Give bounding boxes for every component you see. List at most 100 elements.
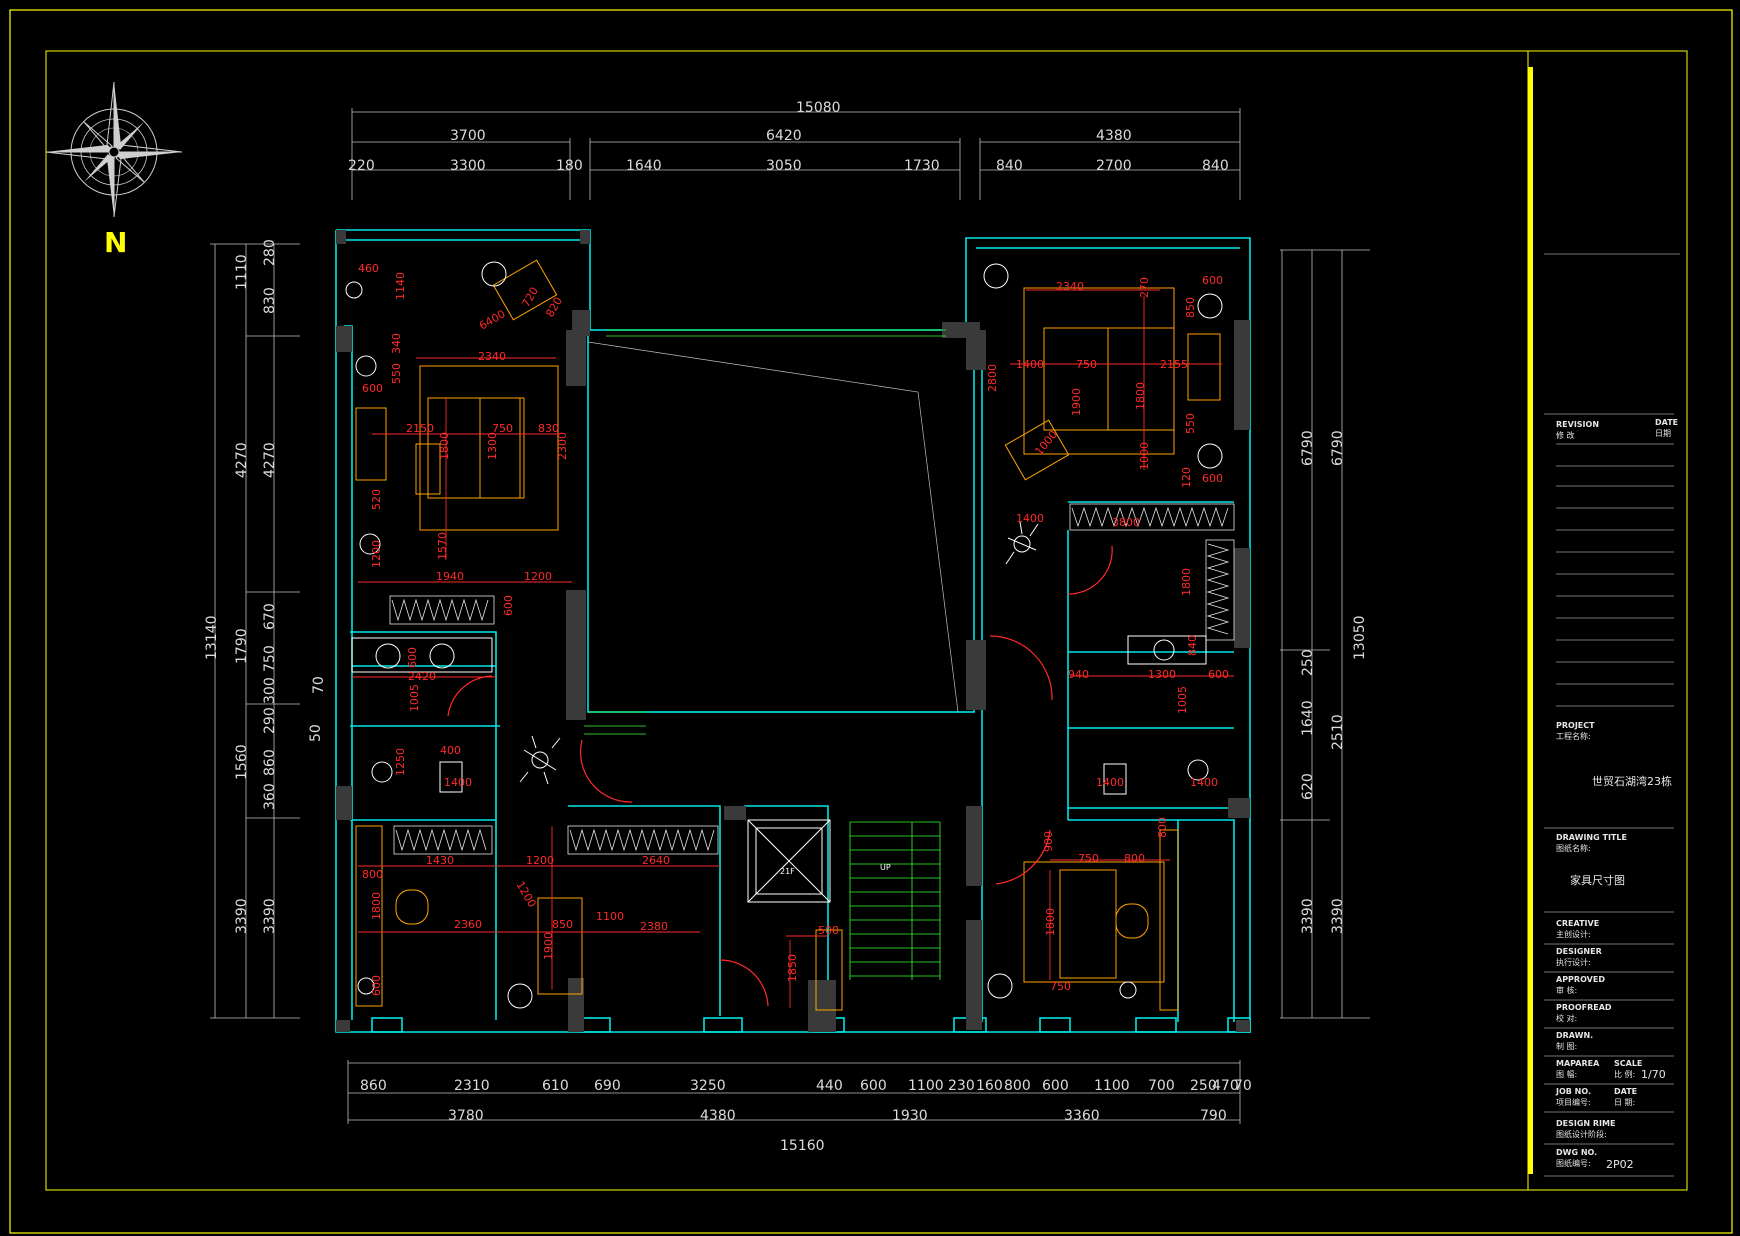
red-dim: 850 [1184, 297, 1197, 318]
dim-top-detail: 2700 [1096, 158, 1132, 174]
tb-revision-cn: 修 改 [1556, 430, 1575, 440]
person-figures [519, 521, 1039, 785]
tb-maparea: MAPAREA [1556, 1059, 1600, 1068]
red-dim: 600 [1202, 472, 1223, 485]
red-dim: 1400 [1096, 776, 1124, 789]
red-dim: 800 [1156, 817, 1169, 838]
dim-bottom-detail: 470 [1212, 1078, 1239, 1094]
red-dim: 2360 [454, 918, 482, 931]
red-dim: 1800 [370, 892, 383, 920]
closet-hatching [389, 503, 1235, 855]
dim-bottom-detail: 250 [1190, 1078, 1217, 1094]
red-dim: 1005 [408, 684, 421, 712]
red-dim: 1800 [1134, 382, 1147, 410]
red-dim: 1570 [436, 532, 449, 560]
red-dim: 2420 [408, 670, 436, 683]
dim-left-total: 13140 [204, 615, 220, 660]
red-dim: 1300 [1148, 668, 1176, 681]
tb-date: DATE [1655, 418, 1678, 427]
dim-bottom-detail: 230 [948, 1078, 975, 1094]
dim-bottom-detail: 860 [360, 1078, 387, 1094]
red-dim: 600 [370, 975, 383, 996]
dim-bottom-mid: 3360 [1064, 1108, 1100, 1124]
tb-job-no: JOB NO. [1555, 1087, 1591, 1096]
dim-right-outer: 6790 [1330, 430, 1346, 466]
north-label: N [104, 226, 127, 259]
dim-bottom-detail: 610 [542, 1078, 569, 1094]
red-dim: 550 [390, 363, 403, 384]
tb-design-rime: DESIGN RIME [1556, 1119, 1615, 1128]
dim-top-detail: 1730 [904, 158, 940, 174]
dimension-texts: 15080 3700 6420 4380 220 3300 180 1640 3… [204, 100, 1368, 1154]
wall-fills [336, 230, 1250, 1032]
red-dim: 1140 [394, 272, 407, 300]
tb-drawing-title-cn: 图纸名称: [1556, 843, 1591, 853]
dim-bottom-detail: 800 [1004, 1078, 1031, 1094]
dim-bottom-detail: 700 [1148, 1078, 1175, 1094]
dim-bottom-mid: 3780 [448, 1108, 484, 1124]
dim-bottom-detail: 600 [1042, 1078, 1069, 1094]
north-arrow-icon [45, 81, 183, 218]
dim-bottom-detail: 1100 [908, 1078, 944, 1094]
red-dim: 600 [406, 647, 419, 668]
tb-drawing-title: DRAWING TITLE [1556, 833, 1627, 842]
red-dim: 800 [1124, 852, 1145, 865]
red-dim: 1250 [394, 748, 407, 776]
dim-bottom-total: 15160 [780, 1138, 825, 1154]
furniture [355, 259, 1221, 1011]
tb-creative-cn: 主创设计: [1556, 929, 1591, 939]
dim-top-mid: 4380 [1096, 128, 1132, 144]
dim-left-outer: 1790 [234, 628, 250, 664]
elevator-label: 21F [780, 867, 795, 876]
tb-drawn: DRAWN. [1556, 1031, 1593, 1040]
dim-left-inner: 300 [262, 677, 278, 704]
red-dim: 750 [492, 422, 513, 435]
dim-top-mid: 6420 [766, 128, 802, 144]
red-dim: 750 [1050, 980, 1071, 993]
tb-drawn-cn: 制 图: [1556, 1041, 1577, 1051]
red-dim: 830 [538, 422, 559, 435]
red-dim: 2155 [1160, 358, 1188, 371]
red-dim: 1400 [1016, 358, 1044, 371]
dim-bottom-detail: 1100 [1094, 1078, 1130, 1094]
red-dim: 3800 [1112, 516, 1140, 529]
tb-revision: REVISION [1556, 420, 1599, 429]
dim-top-detail: 840 [1202, 158, 1229, 174]
dim-left-inner: 4270 [262, 442, 278, 478]
red-dim: 750 [1076, 358, 1097, 371]
tb-designer: DESIGNER [1556, 947, 1602, 956]
red-dim: 1300 [486, 432, 499, 460]
red-dim: 2340 [1056, 280, 1084, 293]
red-dim: 800 [362, 868, 383, 881]
dim-left-outer: 3390 [234, 898, 250, 934]
tb-design-rime-cn: 图纸设计阶段: [1556, 1129, 1607, 1139]
red-dim: 1800 [1044, 908, 1057, 936]
dim-right-inner: 620 [1300, 773, 1316, 800]
red-dim: 1800 [438, 432, 451, 460]
dim-top-detail: 220 [348, 158, 375, 174]
red-dim: 6400 [477, 307, 508, 332]
dim-bottom-detail: 70 [1234, 1078, 1252, 1094]
red-dim: 120 [1180, 467, 1193, 488]
stairs [849, 821, 941, 980]
dim-right-inner: 1640 [1300, 700, 1316, 736]
dim-bottom-mid: 1930 [892, 1108, 928, 1124]
dim-bottom-detail: 3250 [690, 1078, 726, 1094]
tb-date2-cn: 日 期: [1614, 1098, 1635, 1107]
dim-right-total: 13050 [1352, 615, 1368, 660]
scale-value: 1/70 [1641, 1068, 1666, 1081]
tb-dwg-no: DWG NO. [1556, 1148, 1597, 1157]
dim-left-inner: 360 [262, 783, 278, 810]
red-dim: 600 [362, 382, 383, 395]
red-dim: 600 [502, 595, 515, 616]
dim-left-inner: 860 [262, 749, 278, 776]
dim-top-total: 15080 [796, 100, 841, 116]
drawing-name: 家具尺寸图 [1570, 873, 1625, 887]
red-dim: 2300 [556, 432, 569, 460]
dim-bottom-detail: 2310 [454, 1078, 490, 1094]
dim-bottom-detail: 160 [976, 1078, 1003, 1094]
furniture-dimension-texts: 460 1140 720 6400 820 600 550 340 2340 2… [358, 262, 1229, 996]
red-dim: 2340 [478, 350, 506, 363]
tb-proofread: PROOFREAD [1556, 1003, 1612, 1012]
